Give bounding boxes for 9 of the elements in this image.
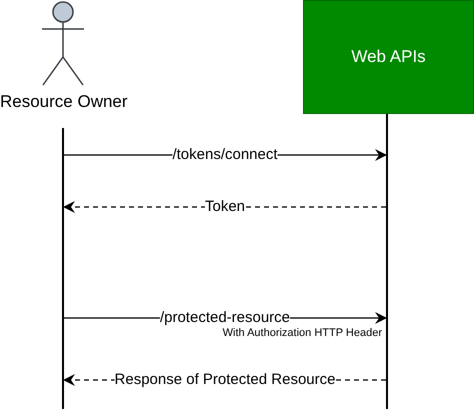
edge-label: Response of Protected Resource bbox=[114, 372, 336, 388]
box-label: Web APIs bbox=[351, 47, 426, 67]
system-box bbox=[303, 0, 474, 114]
lifeline bbox=[386, 114, 388, 409]
note-text: With Authorization HTTP Header bbox=[222, 327, 382, 340]
message-arrow bbox=[63, 201, 386, 213]
edge-label: /protected-resource bbox=[160, 310, 290, 326]
lifeline bbox=[62, 128, 64, 409]
actor-label: Resource Owner bbox=[0, 92, 126, 112]
